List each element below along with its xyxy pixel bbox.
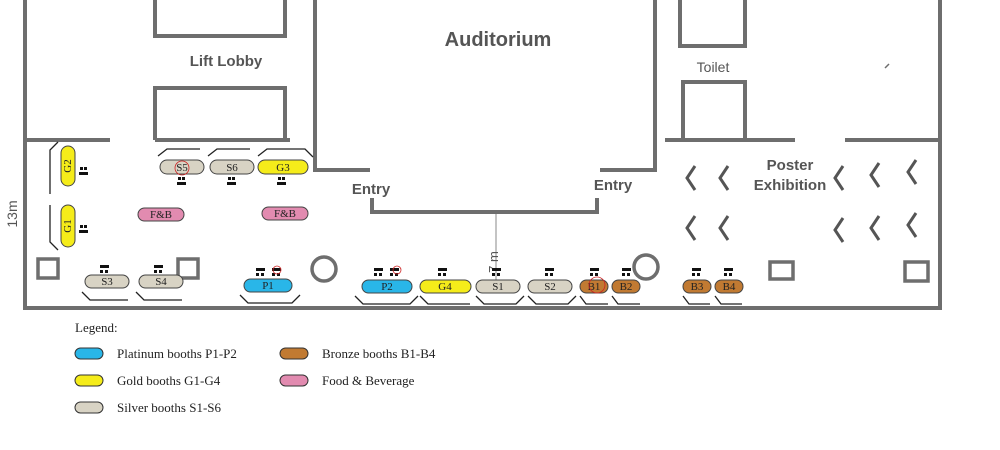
booth-g4-label: G4: [438, 281, 452, 293]
corridor-dimension-label: 7 m: [486, 251, 501, 273]
legend-swatch-silver: [74, 401, 104, 414]
booth-s1[interactable]: [475, 279, 521, 294]
legend-label-fnb: Food & Beverage: [322, 373, 415, 388]
booth-b1[interactable]: [579, 279, 609, 294]
poster-boards: [685, 159, 918, 243]
legend-label-platinum: Platinum booths P1-P2: [117, 346, 237, 361]
entry-right-label: Entry: [594, 177, 633, 194]
poster-exhibition-label-line1: Poster: [767, 157, 814, 174]
seat-markers: [79, 167, 733, 276]
booth-g1[interactable]: [60, 204, 76, 248]
booth-s3-label: S3: [101, 276, 113, 288]
entry-left-label: Entry: [352, 181, 391, 198]
toilet-wall-mark: [884, 63, 890, 69]
booth-s5-label: S5: [176, 162, 188, 174]
booth-b2[interactable]: [611, 279, 641, 294]
booth-s4[interactable]: [138, 274, 184, 289]
booth-s1-label: S1: [492, 281, 504, 293]
legend-label-gold: Gold booths G1-G4: [117, 373, 221, 388]
booth-s4-label: S4: [155, 276, 167, 288]
booth-g1-label: G1: [62, 219, 74, 232]
legend-title: Legend:: [75, 320, 118, 335]
pillars: [36, 253, 930, 283]
booth-g4[interactable]: [419, 279, 472, 294]
booth-s2-label: S2: [544, 281, 556, 293]
legend-label-silver: Silver booths S1-S6: [117, 400, 222, 415]
booth-fnb-1-label: F&B: [150, 209, 172, 221]
toilet-label: Toilet: [697, 59, 730, 75]
booth-fnb-2-label: F&B: [274, 208, 296, 220]
booth-s2[interactable]: [527, 279, 573, 294]
legend-swatch-fnb: [279, 374, 309, 387]
legend: Legend: Platinum booths P1-P2 Gold booth…: [74, 320, 436, 415]
width-dimension-label: 13m: [4, 200, 20, 227]
walls: [23, 0, 942, 310]
legend-swatch-bronze: [279, 347, 309, 360]
booth-outlines: [49, 141, 742, 305]
booth-fnb-1[interactable]: [137, 207, 185, 222]
booth-p1[interactable]: [243, 278, 293, 293]
booth-b2-label: B2: [620, 281, 633, 293]
auditorium-label: Auditorium: [445, 29, 552, 51]
booth-b4[interactable]: [714, 279, 744, 294]
poster-exhibition-label-line2: Exhibition: [754, 177, 827, 194]
booth-s6[interactable]: [209, 159, 255, 175]
booth-p2-label: P2: [381, 281, 393, 293]
booth-b3[interactable]: [682, 279, 712, 294]
booking-stamps: [174, 160, 606, 294]
legend-swatch-platinum: [74, 347, 104, 360]
booth-s6-label: S6: [226, 162, 238, 174]
booth-g3[interactable]: [257, 159, 309, 175]
booth-s3[interactable]: [84, 274, 130, 289]
legend-swatch-gold: [74, 374, 104, 387]
lift-lobby-label: Lift Lobby: [190, 53, 263, 70]
booth-g3-label: G3: [276, 162, 290, 174]
booth-fnb-2[interactable]: [261, 206, 309, 221]
booth-b3-label: B3: [691, 281, 704, 293]
booth-p2[interactable]: [361, 279, 413, 294]
legend-label-bronze: Bronze booths B1-B4: [322, 346, 436, 361]
booth-b4-label: B4: [723, 281, 736, 293]
booth-s5[interactable]: [159, 159, 205, 175]
booth-g2-label: G2: [62, 159, 74, 172]
booth-g2[interactable]: [60, 145, 76, 187]
booth-p1-label: P1: [262, 280, 274, 292]
